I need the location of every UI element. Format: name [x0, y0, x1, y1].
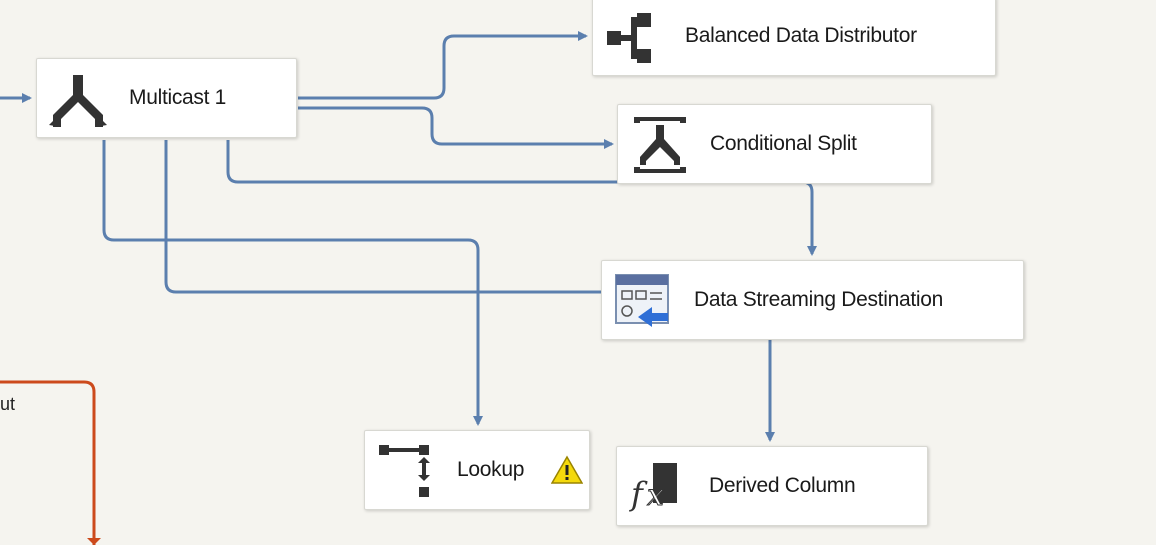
error-path[interactable]	[0, 380, 96, 545]
svg-text:f: f	[629, 475, 648, 513]
offscreen-component-label: ut	[0, 394, 16, 414]
conditional-split-icon	[632, 115, 688, 180]
data-streaming-node[interactable]: Data Streaming Destination	[601, 260, 1024, 340]
path-multicast-to-streaming[interactable]	[226, 140, 817, 256]
error-path-arrow	[87, 538, 101, 545]
lookup-label: Lookup	[457, 458, 525, 481]
conditional-split-label: Conditional Split	[710, 132, 857, 155]
data-streaming-label: Data Streaming Destination	[694, 288, 943, 311]
path-multicast-to-balanced[interactable]	[298, 31, 588, 100]
multicast-icon	[47, 69, 109, 136]
warning-icon[interactable]	[550, 455, 584, 490]
fx-icon: f x	[629, 461, 685, 518]
multicast-label: Multicast 1	[129, 86, 227, 109]
lookup-node[interactable]: Lookup	[364, 430, 590, 510]
conditional-split-node[interactable]: Conditional Split	[617, 104, 932, 184]
derived-column-node[interactable]: f x Derived Column	[616, 446, 928, 526]
balanced-distributor-icon	[605, 9, 661, 70]
data-streaming-icon	[614, 273, 674, 336]
balanced-distributor-node[interactable]: Balanced Data Distributor	[592, 0, 996, 76]
path-multicast-to-lookup[interactable]	[102, 140, 483, 426]
svg-text:x: x	[647, 478, 664, 513]
balanced-distributor-label: Balanced Data Distributor	[685, 24, 917, 47]
multicast-node[interactable]: Multicast 1	[36, 58, 297, 138]
lookup-icon	[377, 441, 433, 506]
derived-column-label: Derived Column	[709, 474, 856, 497]
path-multicast-to-conditional[interactable]	[298, 106, 614, 149]
